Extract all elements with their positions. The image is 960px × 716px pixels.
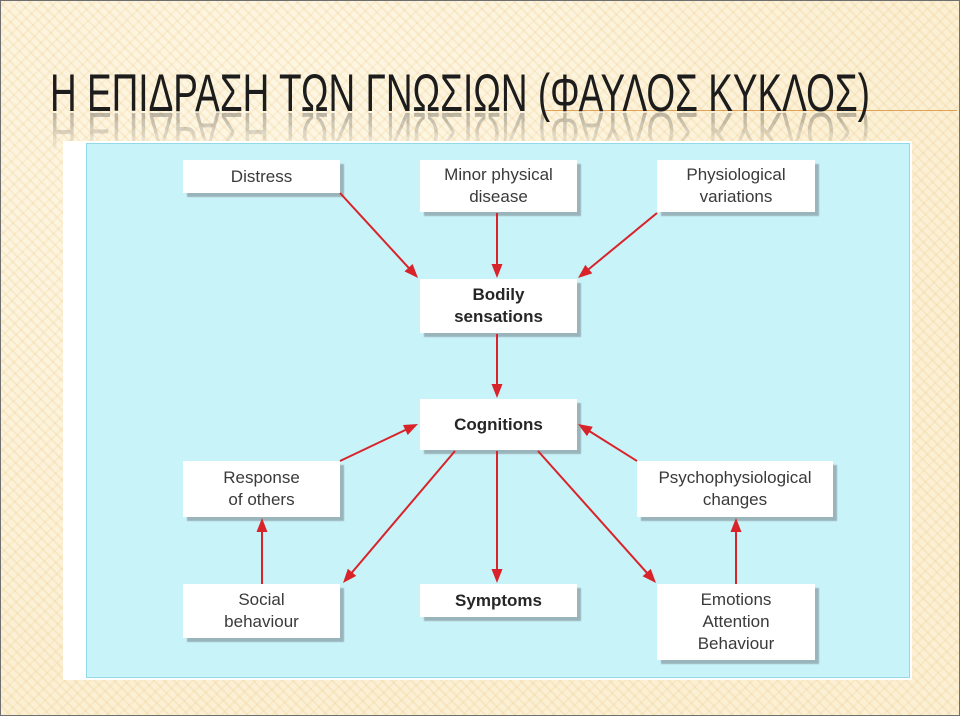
arrow-shaft: [350, 450, 456, 575]
arrow-cognitions-to-symptoms: [491, 451, 503, 583]
node-label-line: Response: [223, 468, 300, 487]
node-psychophysiological-changes: Psychophysiological changes: [637, 461, 833, 517]
node-bodily-sensations: Bodily sensations: [420, 279, 577, 333]
node-symptoms: Symptoms: [420, 584, 577, 617]
arrow-distress-to-bodily-sensations: [339, 192, 418, 278]
arrow-minor-physical-disease-to-bodily-sensations: [491, 213, 503, 278]
node-cognitions: Cognitions: [420, 399, 577, 450]
cycle-diagram: Distress Minor physical disease Physiolo…: [63, 141, 912, 680]
arrow-head: [491, 264, 503, 278]
node-label-line: Emotions: [700, 590, 772, 609]
arrow-head: [256, 518, 268, 532]
node-label-line: Bodily: [472, 285, 525, 304]
arrow-head: [730, 518, 742, 532]
arrow-cognitions-to-social-behaviour: [343, 450, 456, 583]
node-label-line: behaviour: [224, 612, 299, 631]
arrow-shaft: [586, 212, 658, 272]
node-label-line: Attention: [702, 612, 770, 631]
arrow-head: [404, 263, 418, 278]
arrow-head: [578, 424, 593, 437]
node-label-line: Symptoms: [455, 590, 542, 610]
arrow-physiological-variations-to-bodily-sensations: [578, 212, 658, 278]
arrow-psychophysiological-changes-to-cognitions: [578, 424, 638, 462]
arrow-head: [578, 264, 593, 278]
arrow-response-of-others-to-cognitions: [339, 424, 418, 462]
node-label-line: Physiological: [686, 165, 786, 184]
node-minor-physical-disease: Minor physical disease: [420, 160, 577, 212]
title-underline: [545, 110, 957, 111]
arrow-shaft: [339, 192, 411, 270]
node-label-line: Distress: [230, 166, 293, 186]
arrow-head: [642, 568, 656, 583]
node-label-line: variations: [699, 187, 773, 206]
arrow-head: [343, 568, 357, 583]
diagram-arrows: [256, 192, 742, 584]
arrow-head: [402, 424, 418, 435]
title-container: Η ΕΠΙΔΡΑΣΗ ΤΩΝ ΓΝΩΣΙΩΝ (ΦΑΥΛΟΣ ΚΥΚΛΟΣ): [50, 64, 870, 123]
node-response-of-others: Response of others: [183, 461, 340, 517]
node-label-line: Minor physical: [444, 165, 553, 184]
arrow-emotions-to-psychophysiological-changes: [730, 518, 742, 584]
node-label-line: Social: [238, 590, 285, 609]
node-label-line: changes: [702, 490, 768, 509]
node-label-line: disease: [469, 187, 528, 206]
arrow-head: [491, 569, 503, 583]
node-emotions-attention-behaviour: Emotions Attention Behaviour: [657, 584, 815, 660]
node-label-line: sensations: [454, 307, 543, 326]
arrow-shaft: [587, 429, 638, 462]
arrow-head: [491, 384, 503, 398]
node-physiological-variations: Physiological variations: [657, 160, 815, 212]
node-label-line: Behaviour: [697, 634, 775, 653]
node-label-line: Psychophysiological: [658, 468, 812, 487]
arrow-cognitions-to-emotions-attention-behaviour: [537, 450, 656, 583]
node-label-line: Cognitions: [454, 414, 543, 434]
node-social-behaviour: Social behaviour: [183, 584, 340, 638]
node-distress: Distress: [183, 160, 340, 193]
arrow-shaft: [339, 428, 408, 462]
arrow-bodily-sensations-to-cognitions: [491, 334, 503, 398]
slide-title: Η ΕΠΙΔΡΑΣΗ ΤΩΝ ΓΝΩΣΙΩΝ (ΦΑΥΛΟΣ ΚΥΚΛΟΣ): [50, 64, 870, 123]
arrow-shaft: [537, 450, 649, 575]
arrow-social-behaviour-to-response-of-others: [256, 518, 268, 584]
node-label-line: of others: [228, 490, 295, 509]
